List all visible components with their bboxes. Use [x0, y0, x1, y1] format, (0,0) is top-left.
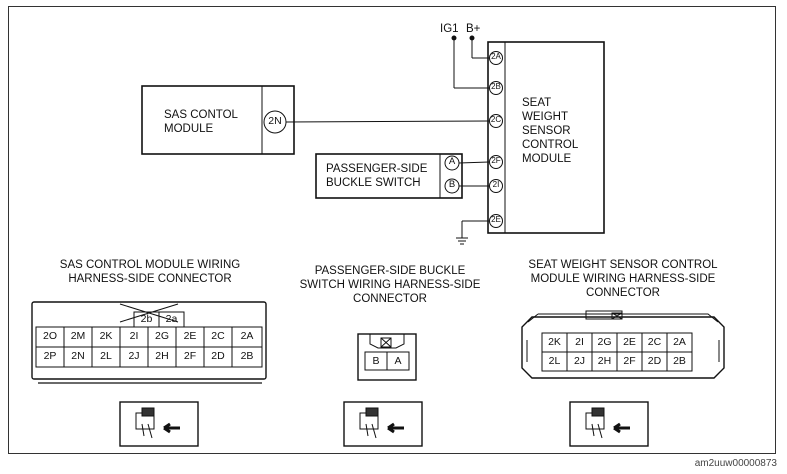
sas-pin-2l: 2L: [100, 350, 112, 362]
sas-pin-2c: 2C: [211, 330, 225, 342]
sas-pin-2o: 2O: [42, 330, 57, 342]
buckle-pin-b: B: [448, 179, 456, 190]
sws-connector-drawing: [521, 310, 725, 379]
sws-conn-pin-2i: 2I: [575, 336, 584, 348]
sas-pin-2f: 2F: [183, 350, 197, 362]
sas-pin-2b-lower: 2b: [140, 313, 153, 325]
sas-pin-2j: 2J: [128, 350, 140, 362]
sws-conn-pin-2c: 2C: [647, 336, 662, 348]
buckle-connector-title: PASSENGER-SIDE BUCKLE SWITCH WIRING HARN…: [299, 265, 481, 305]
sws-pin-2i: 2I: [492, 180, 500, 189]
sas-pin-2n: 2N: [268, 115, 282, 127]
sws-conn-pin-2g: 2G: [597, 336, 612, 348]
buckle-connector-drawing: [357, 333, 417, 381]
buckle-switch-box: [315, 153, 463, 199]
sas-module-label: SAS CONTOL MODULE: [164, 109, 238, 135]
sas-pin-2p: 2P: [43, 350, 57, 362]
sws-conn-pin-2k: 2K: [548, 336, 561, 348]
sas-pin-2a: 2A: [240, 330, 254, 342]
sws-conn-pin-2l: 2L: [548, 355, 561, 367]
sws-pin-2a: 2A: [491, 52, 501, 61]
sws-conn-pin-2e: 2E: [623, 336, 636, 348]
sws-conn-pin-2j: 2J: [573, 355, 586, 367]
sws-module-box: [487, 41, 605, 234]
sas-pin-2n-conn: 2N: [71, 350, 85, 362]
sas-pin-2i: 2I: [129, 330, 139, 342]
diagram-frame: [8, 6, 776, 454]
sws-connector-title: SEAT WEIGHT SENSOR CONTROL MODULE WIRING…: [528, 259, 718, 299]
sas-pin-2k: 2K: [99, 330, 113, 342]
view-icon-buckle: [343, 401, 423, 447]
sas-pin-2h: 2H: [155, 350, 169, 362]
view-icon-sws: [569, 401, 649, 447]
sas-pin-2a-lower: 2a: [165, 313, 178, 325]
buckle-pin-a: A: [448, 156, 456, 167]
sws-conn-pin-2h: 2H: [597, 355, 612, 367]
sws-conn-pin-2b: 2B: [673, 355, 686, 367]
buckle-switch-label: PASSENGER-SIDE BUCKLE SWITCH: [326, 163, 428, 189]
sws-pin-2e: 2E: [491, 215, 501, 224]
bplus-label: B+: [466, 23, 481, 35]
sas-pin-2e: 2E: [183, 330, 197, 342]
sas-pin-2d: 2D: [211, 350, 225, 362]
sas-pin-2g: 2G: [154, 330, 169, 342]
sws-conn-pin-2f: 2F: [623, 355, 636, 367]
wires: [285, 35, 490, 245]
sas-connector-drawing: [31, 301, 267, 384]
sas-pin-2b: 2B: [240, 350, 254, 362]
figure-code: am2uuw00000873: [694, 458, 777, 469]
sws-conn-pin-2a: 2A: [673, 336, 686, 348]
buckle-conn-pin-b: B: [372, 355, 380, 367]
sas-pin-2m: 2M: [70, 330, 86, 342]
sws-conn-pin-2d: 2D: [647, 355, 662, 367]
sws-pin-2b: 2B: [491, 82, 501, 91]
buckle-conn-pin-a: A: [394, 355, 402, 367]
sws-pin-2f: 2F: [491, 156, 501, 165]
sws-module-label: SEAT WEIGHT SENSOR CONTROL MODULE: [522, 97, 579, 165]
sas-connector-title: SAS CONTROL MODULE WIRING HARNESS-SIDE C…: [59, 259, 241, 285]
view-icon-sas: [119, 401, 199, 447]
ig1-label: IG1: [440, 23, 459, 35]
sws-pin-2c: 2C: [490, 115, 502, 124]
